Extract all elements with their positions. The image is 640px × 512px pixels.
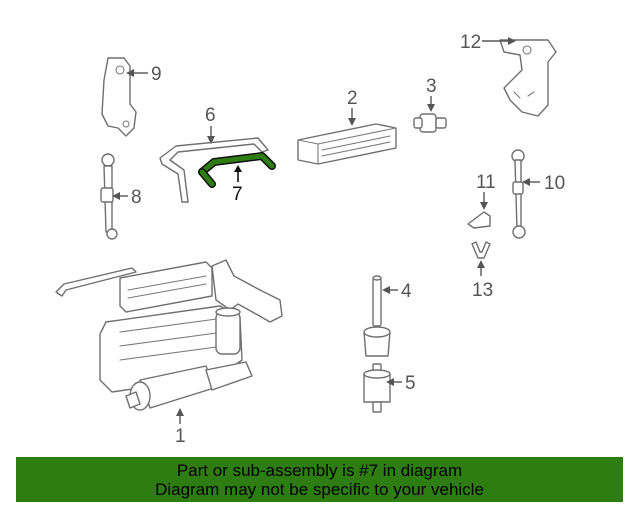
callout-13: 13 bbox=[472, 260, 493, 301]
svg-text:9: 9 bbox=[151, 64, 162, 85]
callout-8: 8 bbox=[112, 187, 142, 208]
callout-1: 1 bbox=[175, 408, 186, 447]
parts-diagram: 12 9 8 6 7 bbox=[55, 32, 565, 447]
part-7-hose-highlighted[interactable] bbox=[198, 152, 276, 188]
callout-2: 2 bbox=[347, 88, 358, 126]
part-3-fitting[interactable] bbox=[413, 113, 447, 133]
part-13-retainer[interactable] bbox=[471, 241, 491, 259]
callout-12: 12 bbox=[460, 32, 516, 53]
svg-text:1: 1 bbox=[175, 426, 186, 447]
banner-line-2: Diagram may not be specific to your vehi… bbox=[155, 480, 484, 499]
part-2-module[interactable] bbox=[297, 123, 397, 165]
part-9-bracket[interactable] bbox=[101, 57, 137, 137]
svg-text:13: 13 bbox=[472, 280, 493, 301]
callout-9: 9 bbox=[126, 64, 162, 85]
svg-text:10: 10 bbox=[544, 173, 565, 194]
svg-text:4: 4 bbox=[401, 281, 412, 302]
svg-text:11: 11 bbox=[476, 172, 496, 193]
banner-line-1: Part or sub-assembly is #7 in diagram bbox=[176, 461, 463, 480]
notice-banner: Part or sub-assembly is #7 in diagram Di… bbox=[16, 457, 623, 502]
callout-4: 4 bbox=[382, 281, 412, 302]
part-12-bracket[interactable] bbox=[499, 39, 557, 117]
part-11-clip[interactable] bbox=[467, 211, 491, 229]
part-5-filter[interactable] bbox=[363, 363, 391, 413]
svg-text:3: 3 bbox=[426, 76, 437, 97]
callout-10: 10 bbox=[522, 173, 565, 194]
part-10-link-rod[interactable] bbox=[511, 149, 526, 239]
svg-text:6: 6 bbox=[205, 105, 216, 126]
svg-text:12: 12 bbox=[460, 32, 481, 53]
svg-text:5: 5 bbox=[405, 373, 416, 394]
callout-6: 6 bbox=[205, 105, 216, 144]
part-8-link[interactable] bbox=[100, 153, 118, 240]
part-4-damper[interactable] bbox=[363, 275, 391, 357]
svg-text:8: 8 bbox=[131, 187, 142, 208]
callout-5: 5 bbox=[386, 373, 416, 394]
callout-7: 7 bbox=[232, 165, 243, 205]
svg-text:2: 2 bbox=[347, 88, 358, 109]
part-6-tube[interactable] bbox=[159, 137, 269, 203]
callout-11: 11 bbox=[476, 172, 496, 210]
part-1-compressor-assembly[interactable] bbox=[55, 259, 283, 411]
svg-text:7: 7 bbox=[232, 184, 243, 205]
callout-3: 3 bbox=[426, 76, 437, 112]
